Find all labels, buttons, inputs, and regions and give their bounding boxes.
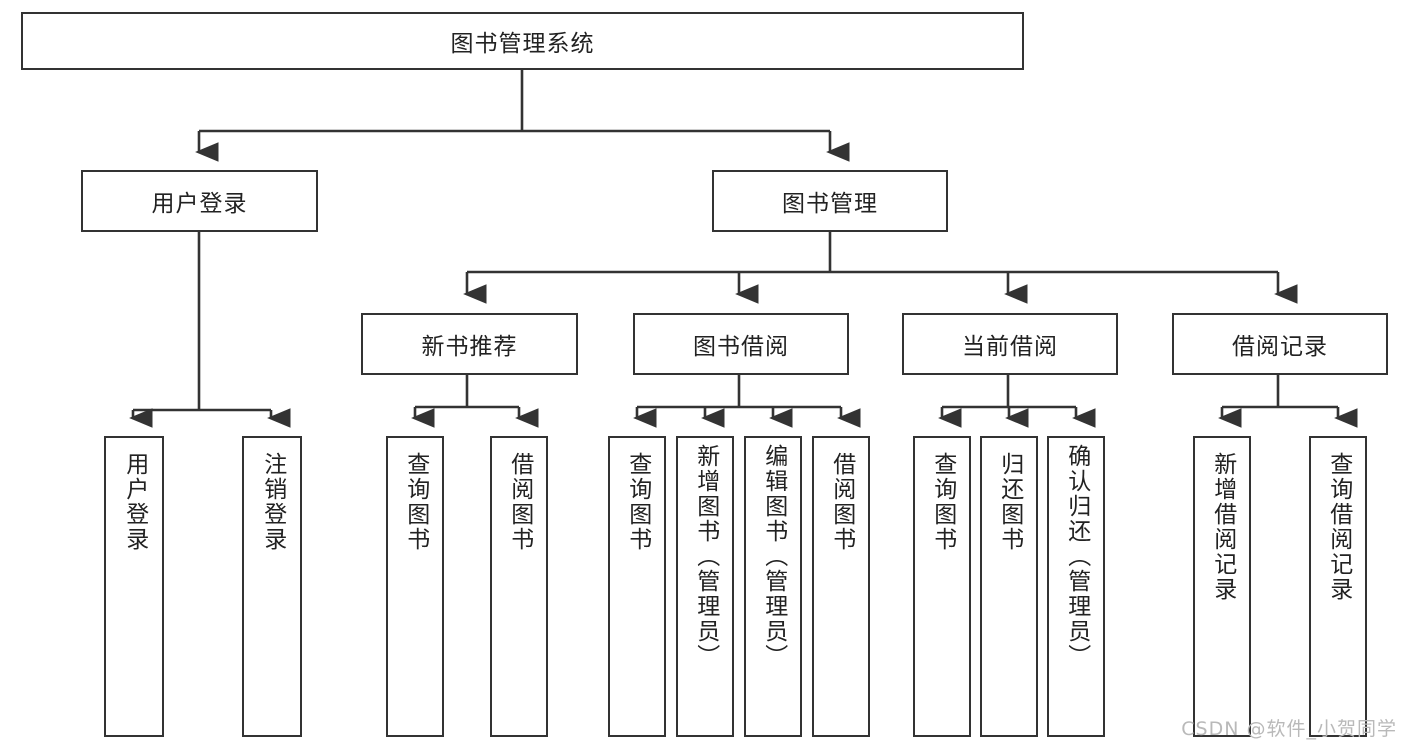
node-leaf-add-borrow-record[interactable]: 新增借阅记录 xyxy=(1193,436,1251,737)
node-borrow-record-label: 借阅记录 xyxy=(1232,334,1328,360)
node-leaf-query-borrow-record-label: 查询借阅记录 xyxy=(1325,452,1352,602)
node-leaf-borrow-books-2-label: 借阅图书 xyxy=(828,452,855,552)
node-leaf-borrow-books-1[interactable]: 借阅图书 xyxy=(490,436,548,737)
node-leaf-borrow-books-2[interactable]: 借阅图书 xyxy=(812,436,870,737)
node-leaf-add-borrow-record-label: 新增借阅记录 xyxy=(1209,452,1236,602)
node-leaf-user-login[interactable]: 用户登录 xyxy=(104,436,164,737)
node-root[interactable]: 图书管理系统 xyxy=(21,12,1024,70)
node-leaf-query-books-1-label: 查询图书 xyxy=(402,452,429,552)
node-leaf-query-books-1[interactable]: 查询图书 xyxy=(386,436,444,737)
node-leaf-query-books-3[interactable]: 查询图书 xyxy=(913,436,971,737)
node-current-borrow-label: 当前借阅 xyxy=(962,334,1058,360)
node-leaf-add-book[interactable]: 新增图书（管理员） xyxy=(676,436,734,737)
node-book-borrow-label: 图书借阅 xyxy=(693,334,789,360)
node-leaf-confirm-return[interactable]: 确认归还（管理员） xyxy=(1047,436,1105,737)
node-user-login-label: 用户登录 xyxy=(151,191,248,217)
node-user-login[interactable]: 用户登录 xyxy=(81,170,318,232)
node-leaf-add-book-label: 新增图书（管理员） xyxy=(692,444,719,669)
node-book-management[interactable]: 图书管理 xyxy=(712,170,948,232)
node-leaf-user-login-label: 用户登录 xyxy=(121,452,148,552)
node-leaf-confirm-return-label: 确认归还（管理员） xyxy=(1063,444,1090,669)
node-leaf-borrow-books-1-label: 借阅图书 xyxy=(506,452,533,552)
node-book-management-label: 图书管理 xyxy=(782,191,878,217)
node-new-book-recommend[interactable]: 新书推荐 xyxy=(361,313,578,375)
node-leaf-return-books[interactable]: 归还图书 xyxy=(980,436,1038,737)
node-leaf-logout-login[interactable]: 注销登录 xyxy=(242,436,302,737)
node-current-borrow[interactable]: 当前借阅 xyxy=(902,313,1118,375)
node-leaf-query-borrow-record[interactable]: 查询借阅记录 xyxy=(1309,436,1367,737)
node-root-label: 图书管理系统 xyxy=(450,31,595,57)
node-borrow-record[interactable]: 借阅记录 xyxy=(1172,313,1388,375)
node-leaf-edit-book-label: 编辑图书（管理员） xyxy=(760,444,787,669)
csdn-watermark: CSDN @软件_小贺同学 xyxy=(1181,718,1397,740)
node-leaf-query-books-2-label: 查询图书 xyxy=(624,452,651,552)
node-book-borrow[interactable]: 图书借阅 xyxy=(633,313,849,375)
node-leaf-query-books-2[interactable]: 查询图书 xyxy=(608,436,666,737)
node-leaf-query-books-3-label: 查询图书 xyxy=(929,452,956,552)
node-leaf-logout-login-label: 注销登录 xyxy=(259,452,286,552)
node-new-book-recommend-label: 新书推荐 xyxy=(421,334,518,360)
node-leaf-return-books-label: 归还图书 xyxy=(996,452,1023,552)
node-leaf-edit-book[interactable]: 编辑图书（管理员） xyxy=(744,436,802,737)
